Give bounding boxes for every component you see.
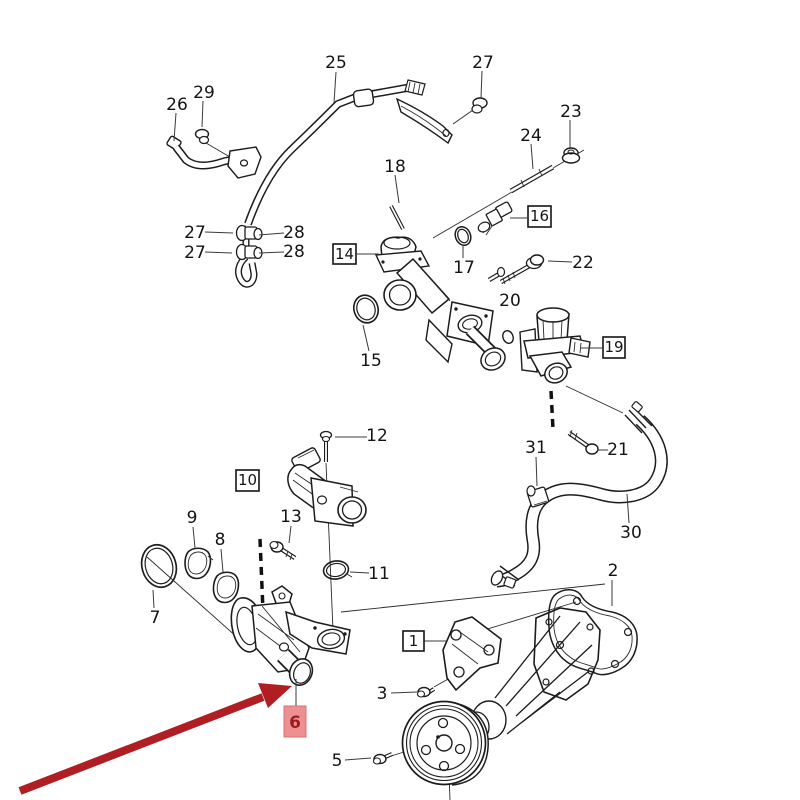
pipe-bracket — [227, 146, 262, 179]
part-label-29: 29 — [193, 83, 215, 103]
solenoid-valve-10 — [287, 447, 367, 527]
part-label-28-a: 28 — [283, 223, 305, 243]
part-label-5: 5 — [332, 751, 343, 771]
part-label-24: 24 — [520, 126, 542, 146]
part-label-31: 31 — [525, 438, 547, 458]
red-pointer-arrow — [18, 683, 292, 795]
part-label-28-b: 28 — [283, 242, 305, 262]
part-label-1: 1 — [409, 632, 419, 650]
part-label-6: 6 — [289, 713, 301, 733]
water-pump-bracket-1 — [442, 616, 502, 692]
bolt-5 — [372, 752, 393, 765]
gasket-8 — [212, 571, 240, 604]
part-label-27-a: 27 — [184, 223, 206, 243]
gasket-9 — [184, 547, 214, 580]
nut-23 — [561, 147, 581, 164]
part-label-23: 23 — [560, 102, 582, 122]
part-label-17: 17 — [453, 258, 475, 278]
part-label-20: 20 — [499, 291, 521, 311]
part-label-26: 26 — [166, 95, 188, 115]
o-ring-11 — [322, 560, 353, 580]
pulley — [401, 700, 489, 786]
hose-30 — [490, 401, 668, 589]
thermostat-housing-6 — [230, 585, 351, 686]
part-label-19: 19 — [604, 338, 623, 356]
part-label-9: 9 — [187, 508, 198, 528]
boxed-label-14: 14 — [332, 243, 357, 265]
bolt-22 — [499, 254, 545, 285]
part-label-14: 14 — [335, 245, 354, 263]
part-label-18: 18 — [384, 157, 406, 177]
part-label-16: 16 — [530, 207, 549, 225]
bolt-20 — [487, 266, 506, 282]
leader-lines — [152, 70, 630, 761]
hose-clamp-31 — [526, 485, 550, 508]
part-label-10: 10 — [238, 471, 257, 489]
part-label-12: 12 — [366, 426, 388, 446]
thermostat-pipe-housing-14 — [374, 236, 514, 371]
part-label-11: 11 — [368, 564, 390, 584]
part-label-30: 30 — [620, 523, 642, 543]
bolt-21 — [567, 429, 599, 455]
stud-24 — [509, 164, 555, 194]
dashed-alignment-lines — [258, 390, 555, 612]
bolt-27-top-right — [471, 97, 488, 114]
part-label-27-c: 27 — [472, 53, 494, 73]
part-label-13: 13 — [280, 507, 302, 527]
valve-19 — [519, 307, 591, 384]
part-label-22: 22 — [572, 253, 594, 273]
part-label-21: 21 — [607, 440, 629, 460]
bolt-13 — [269, 540, 297, 561]
boxed-label-1: 1 — [402, 630, 425, 652]
part-label-8: 8 — [215, 530, 226, 550]
bolt-29 — [194, 128, 210, 145]
bracket-top-right — [395, 97, 453, 145]
boxed-label-10: 10 — [235, 469, 260, 492]
part-label-3: 3 — [377, 684, 388, 704]
o-ring-15 — [352, 294, 380, 324]
part-labels: 25 26 29 27 27 28 28 27 23 24 18 17 22 2… — [150, 53, 642, 771]
seal-ring-7 — [140, 543, 178, 589]
bolt-12 — [319, 430, 333, 462]
part-label-25: 25 — [325, 53, 347, 73]
part-label-7: 7 — [150, 608, 161, 628]
gasket-2 — [547, 589, 638, 676]
boxed-label-19: 19 — [602, 336, 626, 359]
o-ring-17 — [454, 226, 472, 246]
clamp-fittings-27-28 — [235, 224, 263, 288]
bolt-3 — [416, 686, 436, 698]
part-label-27-b: 27 — [184, 243, 206, 263]
pipe-25 — [244, 79, 426, 226]
highlighted-label-6: 6 — [283, 705, 307, 738]
pin-18 — [389, 205, 405, 230]
part-label-2: 2 — [608, 561, 619, 581]
part-label-15: 15 — [360, 351, 382, 371]
sensor-16 — [477, 201, 513, 236]
boxed-label-16: 16 — [527, 205, 552, 228]
